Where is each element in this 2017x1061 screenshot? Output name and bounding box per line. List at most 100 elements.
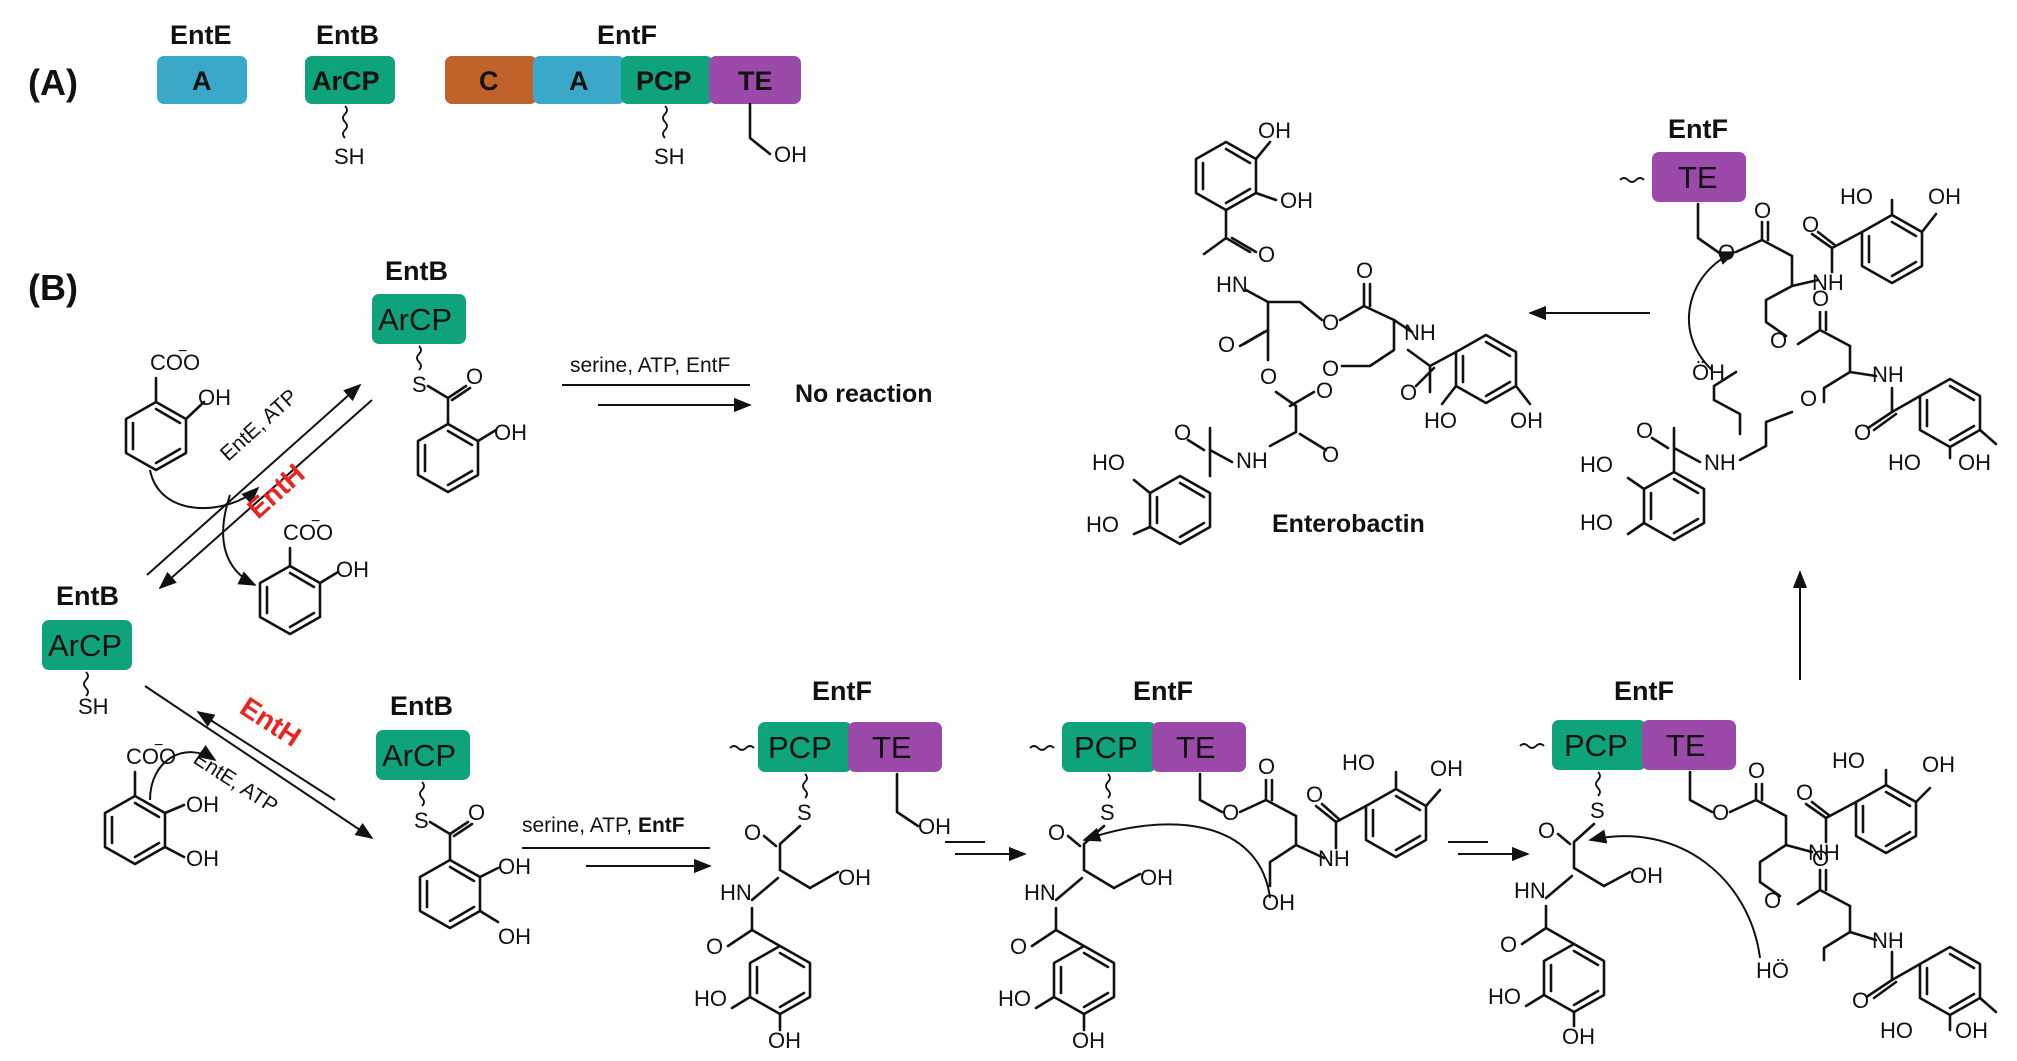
panel-b-label: (B) — [28, 267, 78, 308]
entf-int1-amide-o: O — [706, 934, 723, 959]
salicylate-substrate: COO − OH — [124, 343, 231, 472]
bottom-conditions-plain: serine, ATP, — [522, 814, 638, 837]
entf-int1-te-linker — [895, 772, 920, 828]
ent-nh2: NH — [1404, 320, 1436, 345]
entb-bottom-ring-double — [425, 865, 476, 923]
ente-a-domain — [157, 56, 247, 104]
ent-amide2 — [1406, 348, 1458, 394]
entf-int2-te-o: O — [1222, 800, 1239, 825]
entf-cyc-ring2 — [1918, 377, 1982, 449]
ent-ester2 — [1338, 282, 1396, 322]
entb-bottom-s: S — [414, 808, 429, 833]
entf-int1-s: S — [797, 800, 812, 825]
entb-salicyl-top: EntB ArCP S O OH — [372, 256, 527, 494]
entf-int3-ring-double — [1861, 790, 1912, 848]
bottom-conditions: serine, ATP, EntF — [522, 814, 685, 837]
entf-int3-ring3-double — [1549, 949, 1600, 1007]
sal2-ring-double — [265, 571, 316, 629]
entf-cyc-ser2 — [1822, 344, 1878, 404]
entf-cyc-ester2-o: O — [1770, 328, 1787, 353]
entf-int1-o: O — [744, 820, 761, 845]
entf-int2-ser-chain — [1268, 814, 1298, 888]
ent-ho3: HO — [1424, 408, 1457, 433]
entf-int1-pcp — [758, 722, 852, 772]
entb-bottom-label: EntB — [390, 691, 453, 721]
entf-a-c-text: C — [479, 66, 499, 96]
ent-ring-o4: O — [1322, 442, 1339, 467]
entf-int2-amide2-o: O — [1010, 934, 1027, 959]
entf-cyc-lone-oh: ÖH — [1692, 360, 1725, 385]
entf-a-te-domain — [709, 56, 801, 104]
entf-int1-ho: HO — [694, 986, 727, 1011]
entb-free-label: EntB — [56, 581, 119, 611]
entf-int3-nh2: NH — [1872, 928, 1904, 953]
enterobactin: OH OH O HN O O O O NH O O HO OH O O NH O… — [1086, 118, 1543, 546]
dhb-oh-bonds — [163, 803, 186, 859]
sal2-coo: COO — [283, 520, 333, 545]
ent-ester3-o: O — [1316, 378, 1333, 403]
entf-int3-ester-o: O — [1748, 758, 1765, 783]
entb-bottom-oh-bonds — [478, 866, 500, 924]
ent-ring-top-double — [1201, 147, 1252, 205]
entf-int1-te — [848, 722, 942, 772]
entf-int2-ring-double — [1371, 794, 1422, 852]
dhb-oh2: OH — [186, 846, 219, 871]
ent-nh3: NH — [1236, 448, 1268, 473]
ent-ho4: HO — [1092, 450, 1125, 475]
entf-intermediate-1: EntF PCP TE S OH O OH HN O HO OH — [694, 676, 951, 1053]
curved-arrow-salicylate-in — [149, 469, 260, 510]
ent-ser1 — [1244, 288, 1324, 332]
entf-cyc-ring1-double — [1867, 220, 1918, 278]
entb-top-wavy — [416, 345, 422, 371]
entf-int2-amide2 — [1030, 876, 1086, 948]
entf-int1-label: EntF — [812, 676, 872, 706]
sal2-oh: OH — [336, 557, 369, 582]
entf-int3-oh: OH — [1922, 752, 1955, 777]
entf-int2-oh2: OH — [1072, 1028, 1105, 1053]
sal-oh: OH — [198, 385, 231, 410]
sal-oh-bond — [184, 400, 206, 421]
ent-ring-top-oh-bonds — [1254, 140, 1278, 202]
ent-amide1-o: O — [1258, 242, 1275, 267]
entf-int3-te — [1642, 720, 1736, 770]
entf-int2-o: O — [1048, 820, 1065, 845]
entb-a-wavy-bond — [342, 105, 348, 139]
ent-ring-left-double — [1155, 481, 1206, 539]
entf-cyc-ho2: HO — [1888, 450, 1921, 475]
entf-cyc-chain1 — [1764, 254, 1794, 338]
entf-int3-label: EntF — [1614, 676, 1674, 706]
entb-bottom-ring — [418, 858, 482, 930]
entf-a-a-text: A — [569, 66, 589, 96]
sal2-oh-bond — [318, 570, 340, 585]
entf-cyc-nh-bond — [1790, 278, 1820, 288]
ent-oh3: OH — [1510, 408, 1543, 433]
panel-a-entb: EntB ArCP SH — [305, 20, 395, 169]
entf-cyc-ring2-double — [1925, 384, 1976, 442]
entb-top-oh-bond — [476, 428, 498, 443]
entf-int3-ester2-o: O — [1764, 888, 1781, 913]
entb-bottom-oh2: OH — [498, 924, 531, 949]
entf-cyc-ser3 — [1712, 398, 1742, 436]
entf-cyc-te-linker — [1696, 202, 1720, 254]
ent-amide2-o: O — [1400, 380, 1417, 405]
entb-top-ring — [416, 422, 480, 494]
entf-a-sh: SH — [654, 144, 685, 169]
entb-top-ring-double — [423, 429, 474, 487]
entb-a-sh: SH — [334, 144, 365, 169]
entf-int3-ch2 — [1602, 870, 1632, 888]
entf-int3-o: O — [1538, 818, 1555, 843]
no-reaction-text: No reaction — [795, 380, 933, 408]
entf-int3-pcp-wavy — [1595, 771, 1601, 797]
entf-cyc-oh2: OH — [1958, 450, 1991, 475]
entf-cyc-ester2-carbonyl: O — [1812, 286, 1829, 311]
entb-top-arcp-text: ArCP — [378, 302, 452, 337]
entf-cyc-ring3-oh-bonds — [1626, 476, 1646, 536]
entb-top-oh: OH — [494, 420, 527, 445]
enth-top: EntH — [241, 458, 310, 525]
ent-ring-left-oh-bonds — [1132, 478, 1152, 536]
entf-int3-te-text: TE — [1666, 728, 1706, 763]
ent-oh2: OH — [1280, 188, 1313, 213]
panel-a-entf: EntF C A PCP TE SH OH — [445, 20, 807, 169]
entf-a-pcp-domain — [621, 56, 713, 104]
entf-int1-ser-oh: OH — [838, 865, 871, 890]
